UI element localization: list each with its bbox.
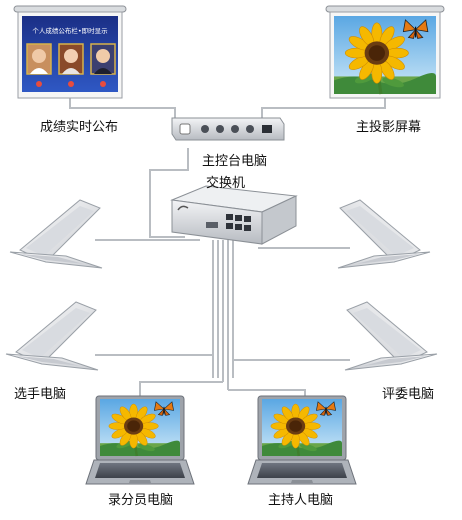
contestant-pc-label: 选手电脑 [14,387,67,402]
contestant-laptop-lower [5,301,99,371]
main-projection-screen [325,5,445,99]
judge-pc-label: 评委电脑 [382,387,435,402]
judge-laptop-lower [344,301,438,371]
network-cables [69,98,386,400]
contestant-laptop-upper [9,199,103,269]
console-pc-device [171,117,285,141]
host-laptop [248,396,356,484]
network-switch [170,185,298,245]
recorder-laptop [86,396,194,484]
judge-laptop-upper [337,199,431,269]
console-pc-label: 主控台电脑 [202,154,268,169]
score-board-banner: 个人成绩公布栏•即时显示 [32,26,108,35]
score-board-label: 成绩实时公布 [40,120,119,135]
recorder-pc-label: 录分员电脑 [108,493,174,508]
switch-label: 交换机 [206,176,246,191]
host-pc-label: 主持人电脑 [268,493,334,508]
contestant-photos [26,43,116,75]
main-screen-label: 主投影屏幕 [356,120,422,135]
score-board-screen: 个人成绩公布栏•即时显示 [13,5,127,99]
